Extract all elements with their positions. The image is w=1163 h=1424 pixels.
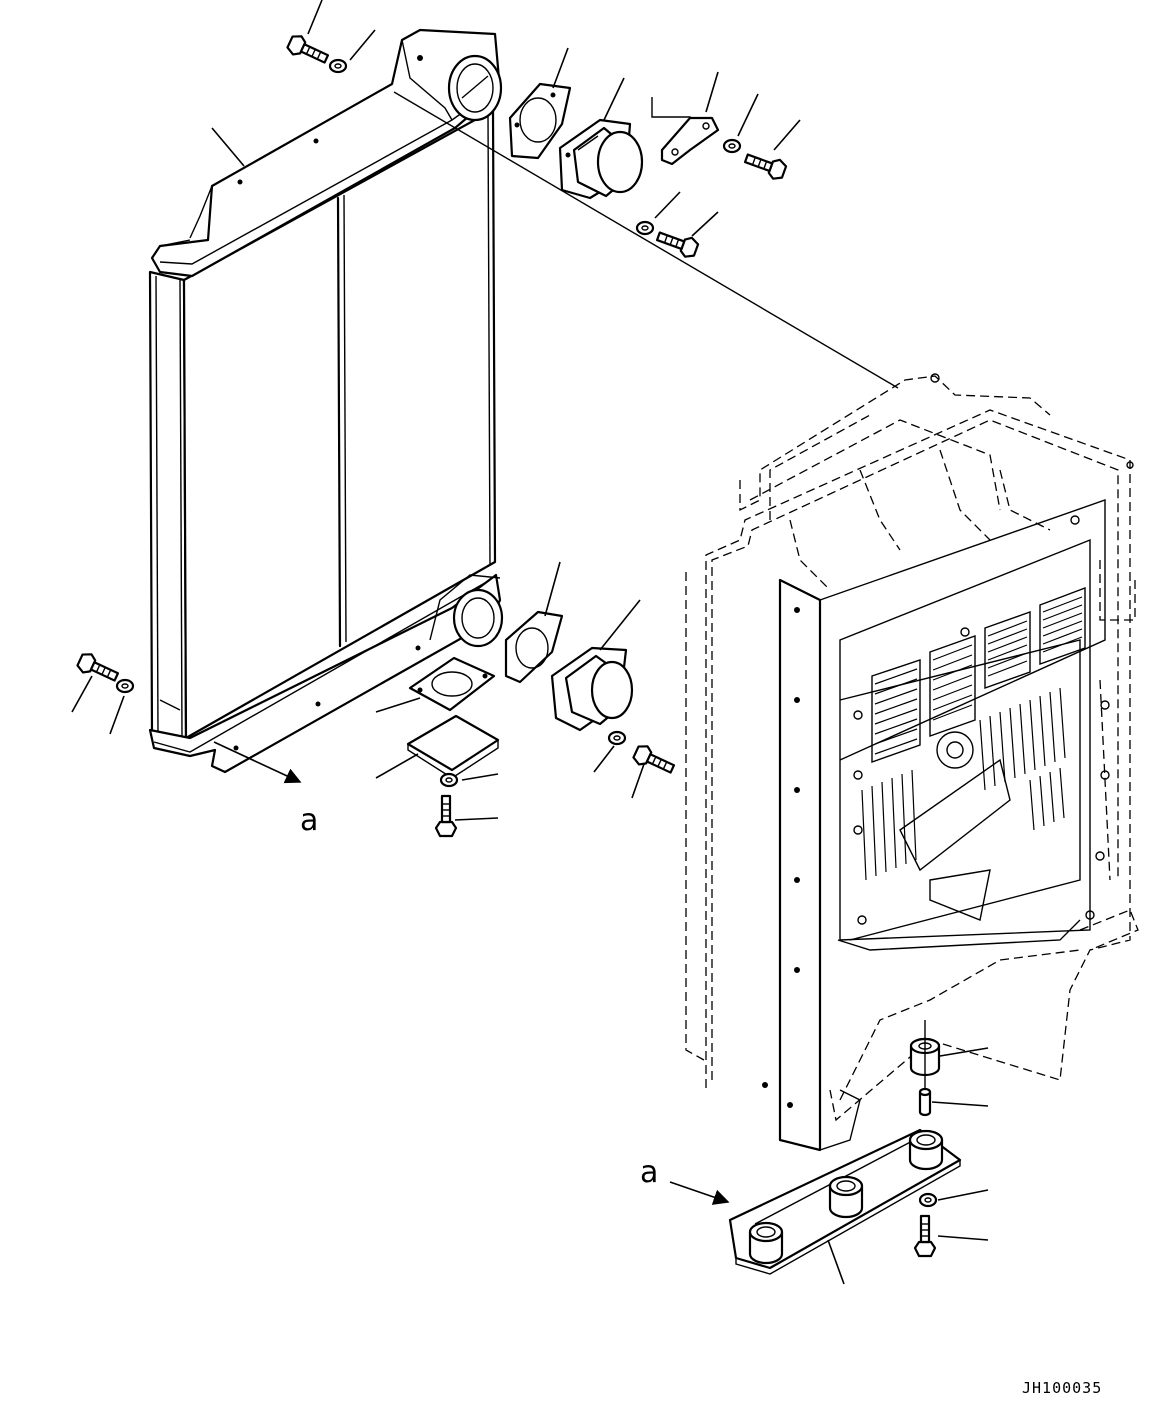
bottom-washer-mid — [439, 772, 459, 788]
cover-plate — [406, 714, 500, 779]
mount-bushing-rear — [908, 1129, 944, 1171]
bottom-pipe-elbow — [550, 646, 634, 732]
view-arrow-a-top — [213, 741, 302, 784]
top-washer-mid — [635, 220, 655, 236]
frame-grille-upper — [871, 586, 1086, 763]
mount-bushing-mid — [828, 1175, 864, 1219]
bottom-bolt-right — [630, 741, 678, 780]
view-label-a-top: a — [300, 803, 318, 838]
mount-washer — [918, 1192, 938, 1208]
drawing-code: JH100035 — [1022, 1379, 1102, 1397]
top-washer-right — [722, 138, 742, 154]
mount-bolt — [913, 1214, 937, 1258]
bottom-washer-left — [115, 678, 135, 694]
leader-lines — [71, 0, 989, 1285]
flange-gasket — [408, 656, 496, 712]
view-arrow-a-bottom — [669, 1181, 730, 1205]
mount-pin — [918, 1087, 932, 1117]
radiator-core — [148, 28, 504, 774]
view-label-a-bottom: a — [640, 1155, 658, 1190]
bottom-gasket — [504, 610, 564, 684]
alignment-line-bottom — [159, 699, 181, 711]
top-washer-left — [328, 58, 348, 74]
alignment-line-top — [393, 91, 899, 389]
top-gasket — [508, 82, 572, 160]
top-pipe-elbow — [558, 118, 644, 200]
top-bracket — [651, 97, 720, 166]
frame-grille-lower — [861, 687, 1066, 881]
bottom-bolt-left — [74, 649, 122, 688]
mount-bushing-front — [748, 1221, 784, 1265]
top-bolt-left — [284, 31, 332, 70]
bottom-bolt-mid — [434, 794, 458, 838]
top-bolt-right — [741, 147, 789, 183]
bottom-washer-right — [607, 730, 627, 746]
top-bolt-mid — [653, 225, 701, 261]
radiator-frame-assembly — [685, 373, 1139, 1152]
